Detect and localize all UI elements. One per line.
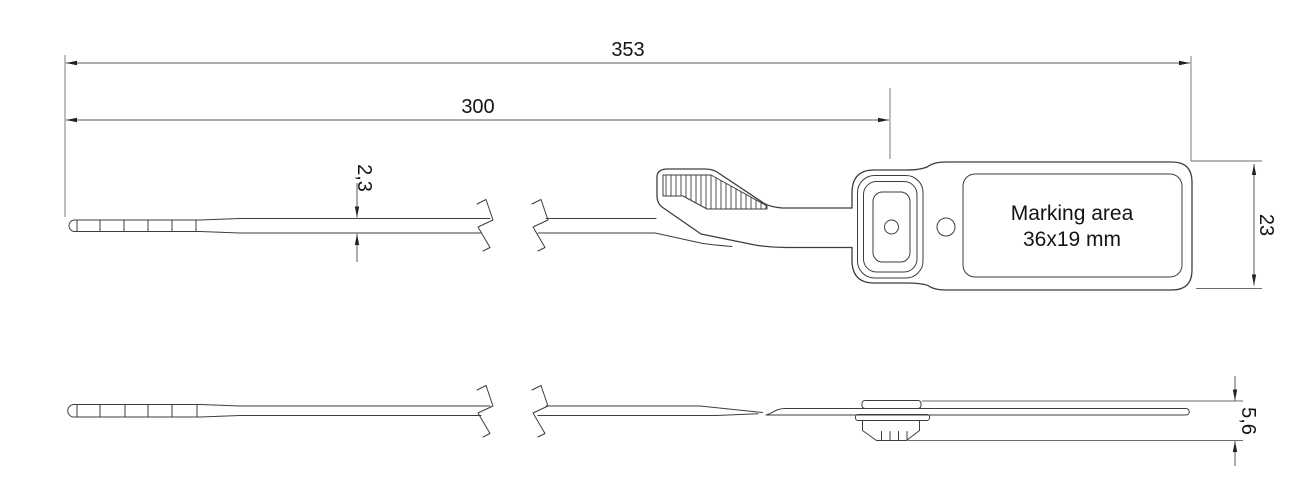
- marking-area-label-line2: 36x19 mm: [1023, 228, 1121, 251]
- dim-23-label: 23: [1255, 214, 1277, 236]
- lock-slot: [872, 191, 911, 263]
- dim-2-3-label: 2,3: [353, 164, 375, 192]
- break-line-right-side: [531, 385, 549, 438]
- side-view: 5,6: [67, 376, 1259, 466]
- lock-body-profile: [862, 420, 920, 441]
- dimension-strap-length: 300: [66, 88, 891, 159]
- lock-teeth-lines: [881, 431, 908, 441]
- lock-pin-hole: [884, 219, 899, 235]
- dim-300-label: 300: [461, 96, 494, 118]
- break-line-left: [476, 199, 494, 252]
- dim-5-6-label: 5,6: [1237, 407, 1259, 435]
- lock-housing-ring-3: [863, 181, 918, 273]
- seal-body: Marking area 36x19 mm: [851, 161, 1193, 291]
- dimension-profile-height: 5,6: [908, 376, 1259, 466]
- pull-grip: [656, 168, 853, 249]
- marking-area-label-line1: Marking area: [1011, 202, 1134, 225]
- strap-segment-lines-side: [76, 404, 198, 418]
- strap-segment-lines: [76, 219, 197, 232]
- dim-353-label: 353: [611, 39, 644, 61]
- lock-housing-ring-2: [857, 175, 924, 279]
- break-line-left-side: [476, 385, 494, 438]
- strap-top-view: [68, 199, 733, 252]
- dimension-strap-thickness: 2,3: [353, 164, 375, 262]
- strap-side-view: [67, 385, 763, 438]
- top-view: Marking area 36x19 mm 353 300 2,3 23: [64, 39, 1277, 291]
- body-outer-outline: [851, 161, 1193, 291]
- break-line-right: [531, 199, 549, 252]
- marking-area-outline: [962, 173, 1183, 278]
- tag-plate-side-view: [765, 400, 1190, 441]
- dimension-tag-height: 23: [1191, 160, 1277, 289]
- rivet-hole: [936, 217, 956, 237]
- dimension-total-length: 353: [64, 39, 1192, 217]
- plate-profile: [765, 408, 1190, 416]
- grip-hatch-lines: [665, 175, 767, 209]
- lock-cap-profile: [861, 400, 922, 409]
